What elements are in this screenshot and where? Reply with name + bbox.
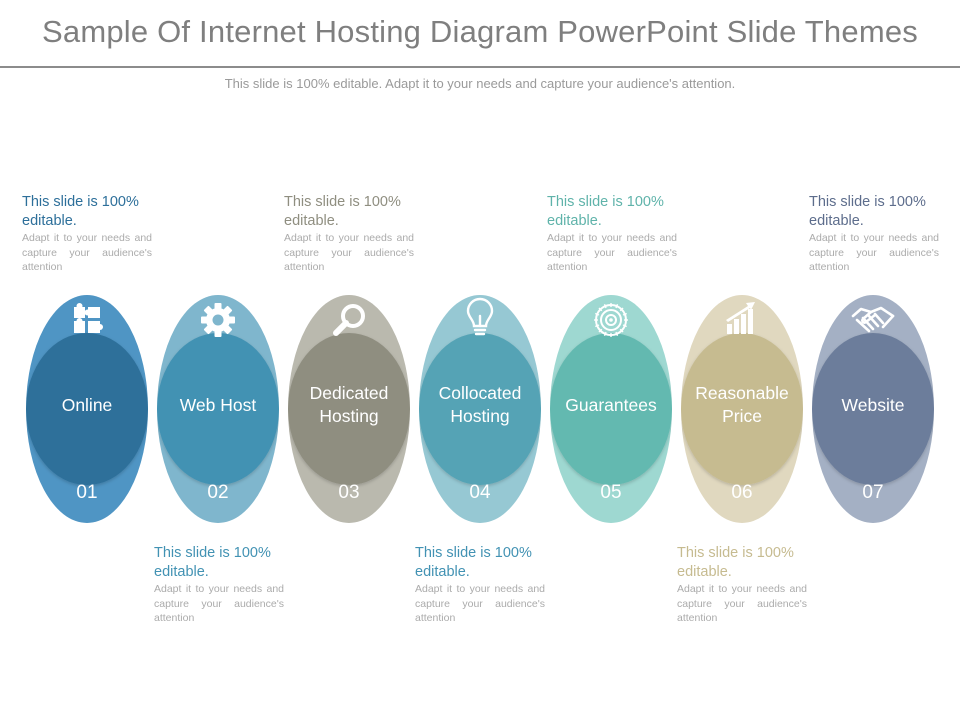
note-06: This slide is 100% editable.Adapt it to … bbox=[677, 544, 807, 626]
step-label: Dedicated Hosting bbox=[309, 383, 389, 426]
step-number: 04 bbox=[469, 482, 491, 503]
note-01: This slide is 100% editable.Adapt it to … bbox=[22, 193, 152, 275]
step-number: 03 bbox=[338, 482, 360, 503]
step-label: Guarantees bbox=[565, 394, 657, 415]
step-02: Web Host 02 bbox=[155, 294, 281, 524]
note-lead: This slide is 100% editable. bbox=[154, 545, 271, 580]
handshake-icon bbox=[851, 306, 895, 333]
step-number: 01 bbox=[76, 482, 98, 503]
step-01: Online 01 bbox=[24, 294, 150, 524]
step-oval bbox=[157, 295, 279, 523]
note-lead: This slide is 100% editable. bbox=[284, 194, 401, 229]
slide-title: Sample Of Internet Hosting Diagram Power… bbox=[42, 14, 918, 49]
step-label: Reasonable Price bbox=[695, 383, 789, 426]
step-04: Collocated Hosting 04 bbox=[417, 294, 543, 524]
step-number: 07 bbox=[862, 482, 884, 503]
gear-icon bbox=[201, 303, 235, 337]
step-label: Collocated Hosting bbox=[438, 383, 522, 426]
magnifier-icon bbox=[333, 304, 365, 336]
step-number: 02 bbox=[207, 482, 229, 503]
step-label: Website bbox=[841, 394, 905, 415]
step-07: Website 07 bbox=[810, 294, 936, 524]
step-label: Online bbox=[61, 394, 113, 415]
note-05: This slide is 100% editable.Adapt it to … bbox=[547, 193, 677, 275]
note-02: This slide is 100% editable.Adapt it to … bbox=[154, 544, 284, 626]
step-oval bbox=[812, 295, 934, 523]
step-oval bbox=[26, 295, 148, 523]
step-number: 05 bbox=[600, 482, 622, 503]
note-body: Adapt it to your needs and capture your … bbox=[22, 232, 152, 273]
note-07: This slide is 100% editable.Adapt it to … bbox=[809, 193, 939, 275]
note-body: Adapt it to your needs and capture your … bbox=[415, 583, 545, 624]
step-06: Reasonable Price 06 bbox=[679, 294, 805, 524]
note-body: Adapt it to your needs and capture your … bbox=[677, 583, 807, 624]
lightbulb-icon bbox=[466, 297, 494, 336]
note-lead: This slide is 100% editable. bbox=[22, 194, 139, 229]
note-04: This slide is 100% editable.Adapt it to … bbox=[415, 544, 545, 626]
step-03: Dedicated Hosting 03 bbox=[286, 294, 412, 524]
note-body: Adapt it to your needs and capture your … bbox=[284, 232, 414, 273]
note-lead: This slide is 100% editable. bbox=[415, 545, 532, 580]
note-body: Adapt it to your needs and capture your … bbox=[547, 232, 677, 273]
step-label: Web Host bbox=[179, 394, 257, 415]
step-oval bbox=[419, 295, 541, 523]
growth-chart-icon bbox=[726, 302, 755, 334]
title-divider bbox=[0, 66, 960, 68]
step-oval bbox=[288, 295, 410, 523]
step-05: Guarantees 05 bbox=[548, 294, 674, 524]
puzzle-icon bbox=[74, 303, 103, 333]
note-03: This slide is 100% editable.Adapt it to … bbox=[284, 193, 414, 275]
note-body: Adapt it to your needs and capture your … bbox=[809, 232, 939, 273]
note-lead: This slide is 100% editable. bbox=[809, 194, 926, 229]
note-lead: This slide is 100% editable. bbox=[677, 545, 794, 580]
target-icon bbox=[594, 303, 628, 337]
note-lead: This slide is 100% editable. bbox=[547, 194, 664, 229]
note-body: Adapt it to your needs and capture your … bbox=[154, 583, 284, 624]
step-number: 06 bbox=[731, 482, 753, 503]
slide-subtitle: This slide is 100% editable. Adapt it to… bbox=[224, 76, 736, 91]
